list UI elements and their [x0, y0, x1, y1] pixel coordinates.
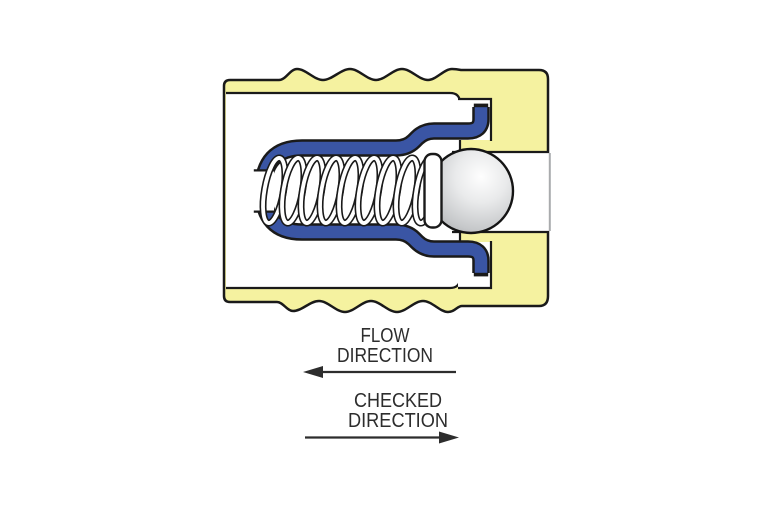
flow-direction-arrow [303, 366, 456, 378]
retainer-groove-bottom-edge [458, 241, 493, 290]
checked-arrow-head-right [439, 431, 459, 444]
flow-direction-label: FLOW DIRECTION [337, 325, 433, 367]
checked-direction-label: CHECKED DIRECTION [348, 390, 448, 432]
flow-direction-line2: DIRECTION [337, 345, 433, 367]
spring-seat-disc [423, 152, 443, 229]
checked-direction-arrow [305, 431, 459, 444]
retainer-groove-top-edge [458, 97, 493, 141]
retainer-bottom-tip-cap [473, 272, 489, 277]
flow-direction-line1: FLOW [361, 325, 410, 347]
flow-arrow-head-left [303, 366, 323, 378]
retainer-top-tip-cap [473, 103, 489, 108]
checked-direction-line2: DIRECTION [348, 410, 448, 432]
checked-direction-line1: CHECKED [354, 390, 442, 412]
